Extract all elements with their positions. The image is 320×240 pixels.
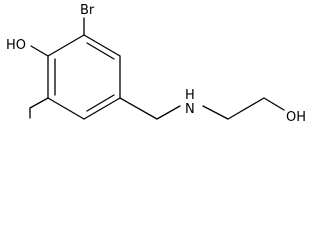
ring-double-bond-c3-c4 xyxy=(86,94,115,112)
bond-c5-o-methoxy xyxy=(29,97,49,109)
bond-n-ch2 xyxy=(202,105,229,120)
atom-label-amine-h: H xyxy=(185,88,195,103)
bond-c6-oh xyxy=(30,45,49,57)
bond-ch2-oh xyxy=(263,97,285,111)
ring-bond-c6-c1 xyxy=(47,34,85,57)
ring-bond-c3-c4 xyxy=(83,97,121,120)
atom-label-amine-n: N xyxy=(185,102,195,117)
ring-bond-c4-c5 xyxy=(47,97,85,120)
ring-double-bond-c1-c2 xyxy=(86,42,115,60)
bond-c3-ch2 xyxy=(119,97,158,120)
benzene-ring xyxy=(47,34,121,120)
bond-ch2-n xyxy=(156,105,181,120)
atom-label-phenol-oh: HO xyxy=(6,38,26,53)
ring-bond-c1-c2 xyxy=(83,34,121,57)
molecule-structure: Br HO H N OH xyxy=(6,3,306,125)
atom-label-bromine: Br xyxy=(80,3,95,18)
atom-label-terminal-oh: OH xyxy=(286,110,306,125)
bond-ch2-ch2 xyxy=(227,97,265,120)
